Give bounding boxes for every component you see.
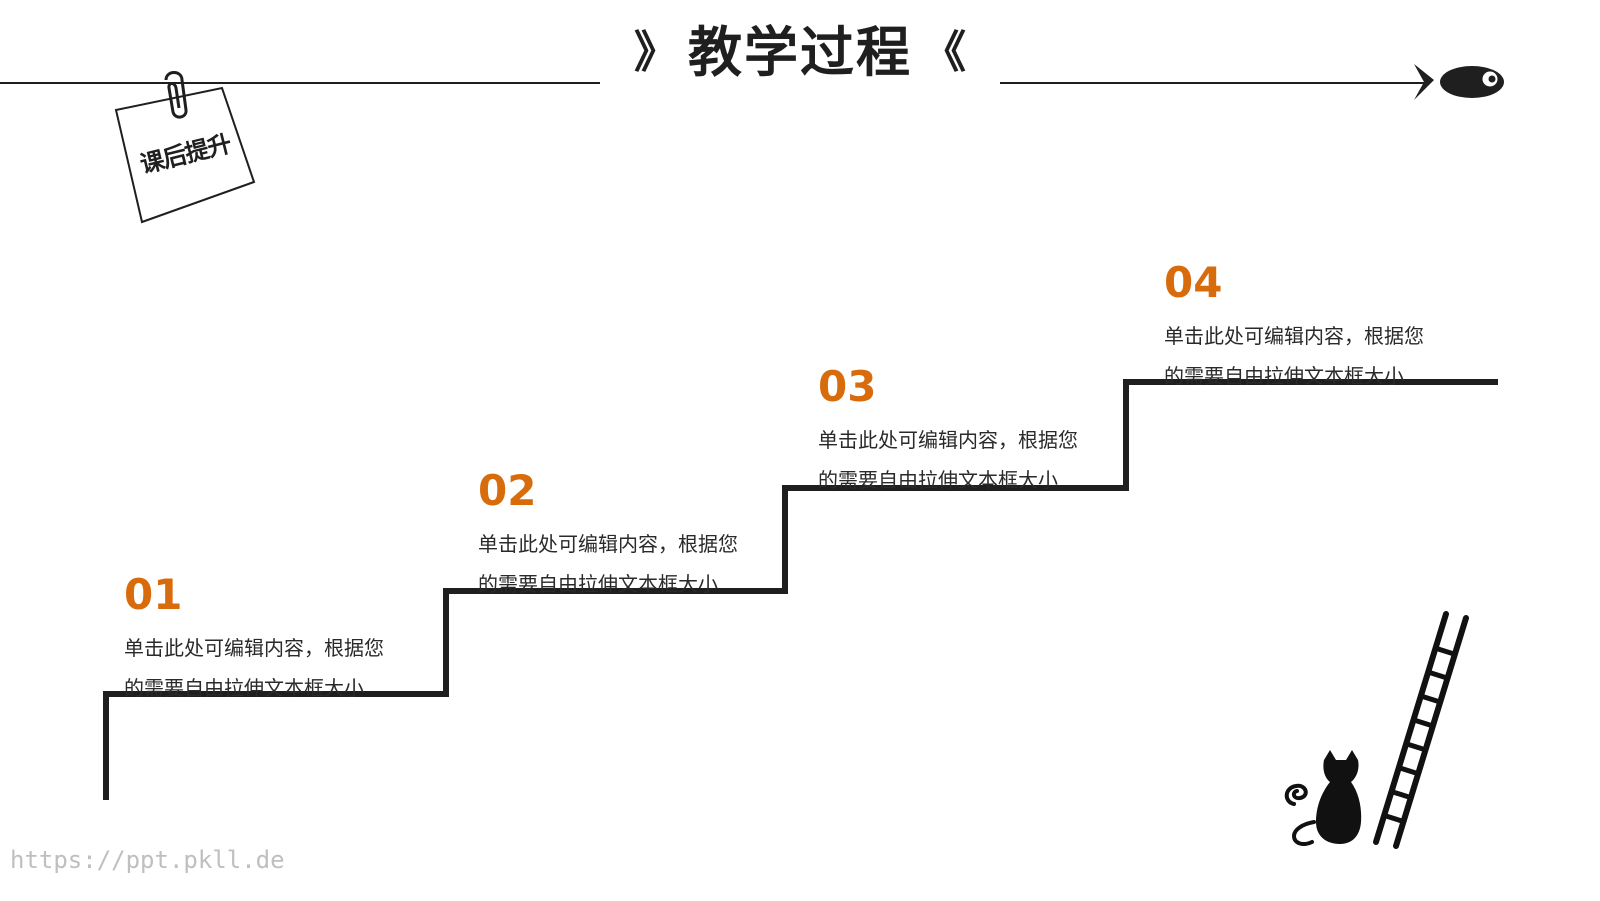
title-right-mark: 《: [922, 27, 966, 78]
step-card-3: 03 单击此处可编辑内容，根据您 的需要自由拉伸文本框大小: [818, 366, 1178, 500]
watermark-url: https://ppt.pkll.de: [10, 846, 285, 874]
step-text-2-line-2: 的需要自由拉伸文本框大小: [478, 572, 718, 596]
step-text-1-line-1: 单击此处可编辑内容，根据您: [124, 636, 384, 660]
ladder-icon: [1373, 611, 1469, 849]
title-group: 》 教学过程 《: [600, 18, 1000, 88]
step-card-2: 02 单击此处可编辑内容，根据您 的需要自由拉伸文本框大小: [478, 470, 838, 604]
step-number-4: 04: [1164, 258, 1223, 307]
step-text-3-line-2: 的需要自由拉伸文本框大小: [818, 468, 1058, 492]
title-left-mark: 》: [634, 27, 678, 78]
step-card-4: 04 单击此处可编辑内容，根据您 的需要自由拉伸文本框大小: [1164, 262, 1524, 396]
step-text-4-line-1: 单击此处可编辑内容，根据您: [1164, 324, 1424, 348]
step-number-2: 02: [478, 466, 537, 515]
step-text-2-line-1: 单击此处可编辑内容，根据您: [478, 532, 738, 556]
page-title: 教学过程: [688, 21, 912, 84]
step-number-3: 03: [818, 362, 877, 411]
step-text-3-line-1: 单击此处可编辑内容，根据您: [818, 428, 1078, 452]
paperclip-icon: [164, 71, 188, 119]
step-card-1: 01 单击此处可编辑内容，根据您 的需要自由拉伸文本框大小: [124, 574, 484, 708]
step-number-1: 01: [124, 570, 183, 619]
sticky-note-icon: [114, 71, 256, 224]
step-text-4-line-2: 的需要自由拉伸文本框大小: [1164, 364, 1404, 388]
fish-icon: [1414, 64, 1504, 100]
cat-icon: [1284, 750, 1362, 846]
step-text-1-line-2: 的需要自由拉伸文本框大小: [124, 676, 364, 700]
